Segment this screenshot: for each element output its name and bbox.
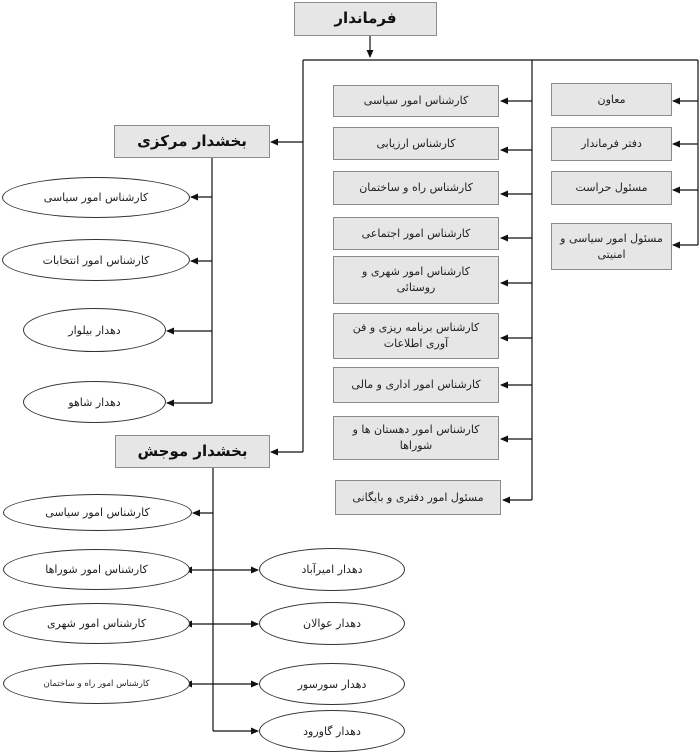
mojesh-expert-roads: کارشناس امور راه و ساختمان — [3, 663, 190, 704]
governor-box: فرماندار — [294, 2, 437, 36]
village-head-gavrud: دهدار گاورود — [259, 710, 405, 752]
expert-box-planning-it: کارشناس برنامه ریزی و فن آوری اطلاعات — [333, 313, 499, 359]
village-head-sursur: دهدار سورسور — [259, 663, 405, 705]
expert-box-urban-rural: کارشناس امور شهری و روستائی — [333, 256, 499, 304]
central-district-box: بخشدار مرکزی — [114, 125, 270, 158]
village-head-amirabad: دهدار امیرآباد — [259, 548, 405, 591]
village-head-bilvar: دهدار بیلوار — [23, 308, 166, 352]
security-officer-box: مسئول حراست — [551, 171, 672, 205]
governor-office-box: دفتر فرماندار — [551, 127, 672, 161]
expert-box-evaluation: کارشناس ارزیابی — [333, 127, 499, 160]
mojesh-expert-councils: کارشناس امور شوراها — [3, 549, 190, 590]
political-security-officer-box: مسئول امور سیاسی و امنیتی — [551, 223, 672, 270]
mojesh-district-box: بخشدار موجش — [115, 435, 270, 468]
central-expert-political: کارشناس امور سیاسی — [2, 177, 190, 218]
expert-box-admin-finance: کارشناس امور اداری و مالی — [333, 367, 499, 403]
expert-box-roads: کارشناس راه و ساختمان — [333, 171, 499, 205]
mojesh-expert-political: کارشناس امور سیاسی — [3, 494, 192, 531]
mojesh-expert-urban: کارشناس امور شهری — [3, 603, 190, 644]
expert-box-social: کارشناس امور اجتماعی — [333, 217, 499, 250]
expert-box-districts-councils: کارشناس امور دهستان ها و شوراها — [333, 416, 499, 460]
village-head-avalan: دهدار عوالان — [259, 602, 405, 645]
expert-box-archives: مسئول امور دفتری و بایگانی — [335, 480, 501, 515]
deputy-box: معاون — [551, 83, 672, 116]
village-head-shaho: دهدار شاهو — [23, 381, 166, 423]
central-expert-elections: کارشناس امور انتخابات — [2, 239, 190, 281]
expert-box-political: کارشناس امور سیاسی — [333, 85, 499, 117]
